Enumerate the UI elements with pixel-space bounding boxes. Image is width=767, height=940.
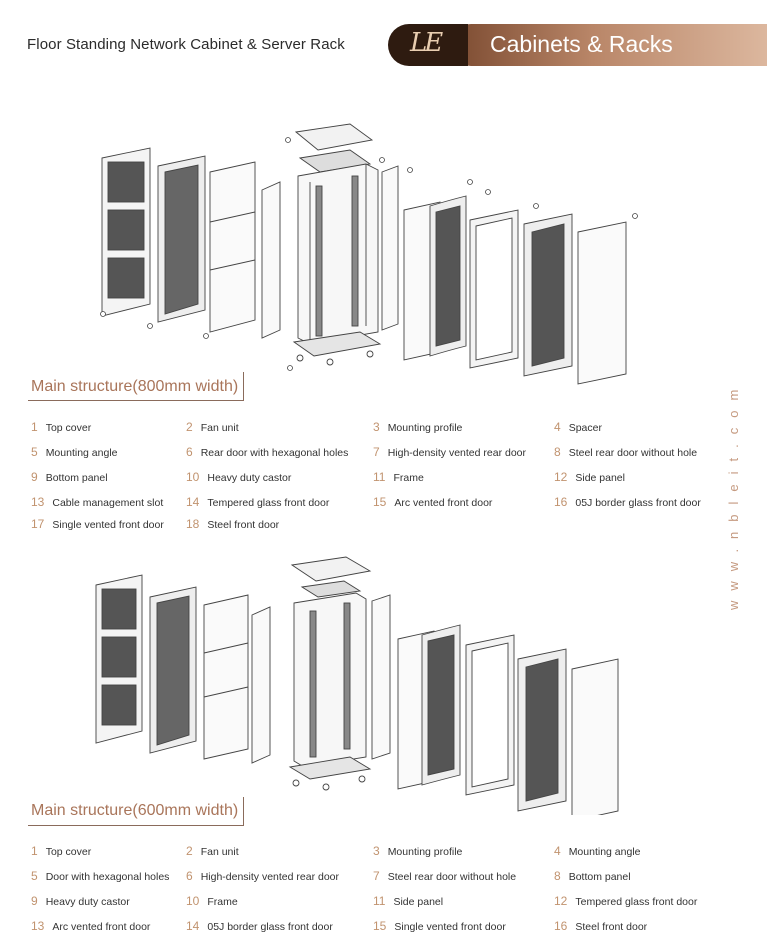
exploded-diagram-600mm	[95, 556, 619, 815]
brand-banner: LE Cabinets & Racks	[388, 24, 767, 66]
exploded-diagram-800mm	[100, 123, 638, 385]
brand-label: Cabinets & Racks	[490, 31, 673, 57]
brand-logo-box	[388, 24, 468, 66]
section-underline	[28, 372, 244, 401]
section-underline	[28, 797, 244, 826]
section-title-600mm: Main structure(600mm width)	[31, 802, 239, 819]
brand-logo: LE	[410, 28, 443, 58]
page-title: Floor Standing Network Cabinet & Server …	[27, 36, 345, 53]
section-title-800mm: Main structure(800mm width)	[31, 378, 239, 395]
brand-gradient	[450, 24, 767, 66]
